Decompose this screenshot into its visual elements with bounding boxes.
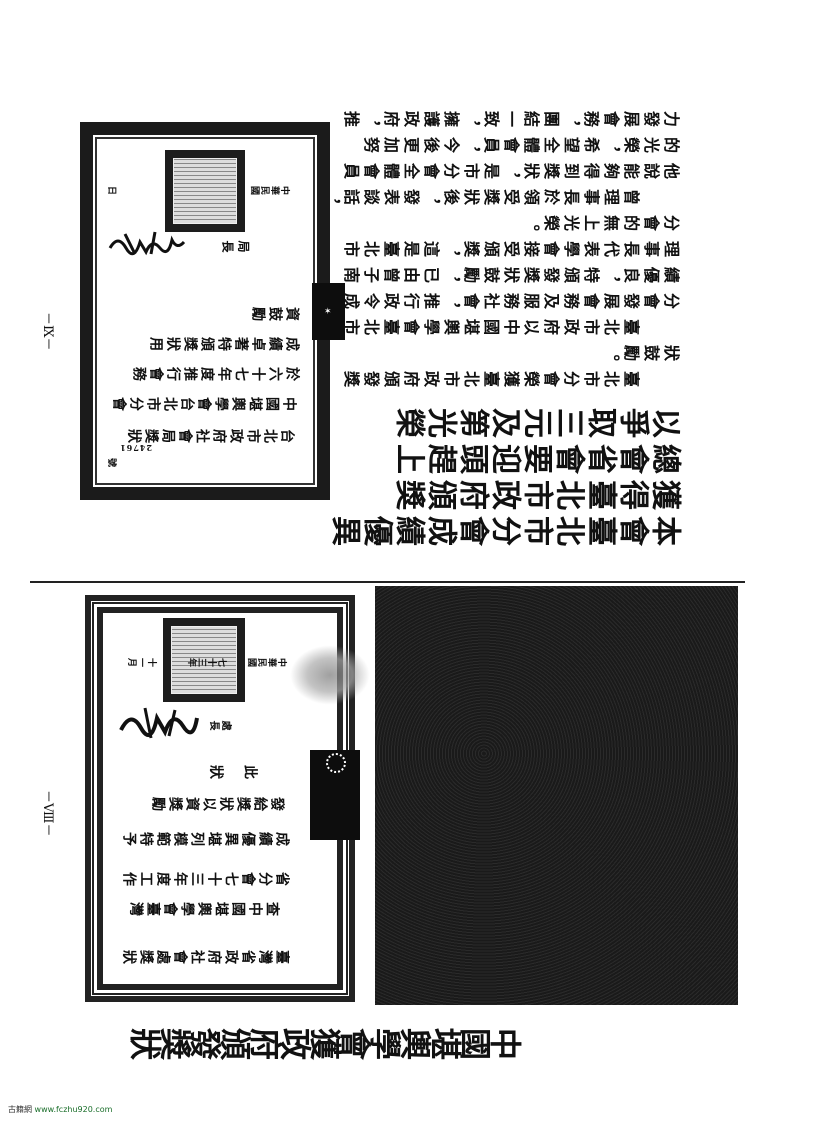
text-line: 曾理事長於領受獎狀後，發表談話，: [320, 186, 640, 205]
paragraph: 臺北市政府以中國堪輿學會臺北市 分會發展會務及服務社會，推行政令成 績優良，特頒…: [330, 208, 680, 338]
paragraph: 曾理事長於領受獎狀後，發表談話， 他說能夠得到獎狀，是市分會全體會員 的光榮，希…: [320, 104, 680, 208]
cert-province-line: 成績優異堪列模範特予: [120, 830, 290, 846]
watermark: 古籍網 www.fczhu920.com: [8, 1104, 112, 1115]
text-line: 狀鼓勵。: [600, 342, 680, 361]
dark-photo-block: [375, 586, 738, 1005]
text-line: 績優良，特頒發獎狀鼓勵，已由曾子南: [340, 264, 680, 283]
cert-province-line: 省分會七十三年度工作: [120, 870, 290, 886]
cert-taipei-serial-suffix: 號: [107, 456, 117, 466]
sun-icon: [326, 753, 346, 773]
text-line: 分會發展會務及服務社會，推行政令成: [340, 290, 680, 309]
cert-taipei-line: 成績卓著特頒獎狀用: [147, 335, 300, 351]
text-line: 的光榮，希望全體會員，今後更加努: [360, 134, 680, 153]
cert-province-date-prefix: 中華民國: [247, 656, 287, 666]
cert-taipei-line: 資鼓勵: [249, 305, 300, 321]
cert-province-line: 查中國堪輿學會臺灣: [127, 900, 280, 916]
cert-province-line: 發給獎狀以資獎勵: [149, 795, 285, 811]
paragraph: 臺北市分會榮獲臺北市政府頒發獎 狀鼓勵。: [330, 338, 680, 390]
page-divider: [30, 581, 745, 583]
text-line: 分會的無上光榮。: [520, 212, 680, 231]
article-body: 臺北市分會榮獲臺北市政府頒發獎 狀鼓勵。 臺北市政府以中國堪輿學會臺北市 分會發…: [320, 104, 680, 390]
official-seal-province: [163, 618, 245, 702]
signature-province: [119, 707, 199, 739]
cert-province-title: 臺灣省政府社會處獎狀: [120, 948, 290, 964]
headline-line: 以爭取三元及第光榮: [394, 402, 682, 437]
watermark-site-name: 古籍網: [8, 1105, 32, 1114]
page-number-viii: －Ⅷ－: [40, 790, 55, 837]
cert-taipei-date-prefix: 中華民國: [250, 184, 290, 194]
scan-smudge: [290, 645, 370, 705]
text-line: 理事長代表學會接受頒獎，這是臺北市: [340, 238, 680, 257]
article-headline: 本會臺北市分會成績優異 獲得臺北市政府頒獎 總會省會要迎頭趕上 以爭取三元及第光…: [330, 401, 682, 545]
cert-taipei-title: 台北市政府社會局獎狀: [125, 427, 295, 443]
text-line: 臺北市分會榮獲臺北市政府頒發獎: [340, 368, 640, 387]
text-line: 力發展會務，團結一致，擁護政府，推: [340, 108, 680, 127]
headline-line: 獲得臺北市政府頒獎: [394, 474, 682, 509]
cert-province-signer-title: 處長: [208, 718, 232, 729]
signature-taipei: [108, 231, 186, 256]
headline-line: 總會省會要迎頭趕上: [394, 438, 682, 473]
cert-taipei-serial: 24761: [119, 443, 152, 453]
cert-taipei-line: 於六十七年度推行會務: [130, 365, 300, 381]
official-seal-taipei: [165, 150, 245, 232]
flag-icon: [310, 750, 360, 840]
cert-province-date-month: 十一月: [127, 656, 157, 666]
text-line: 臺北市政府以中國堪輿學會臺北市: [340, 316, 640, 335]
flag-icon: ✶: [312, 283, 345, 340]
cert-taipei-signer-title: 局長: [218, 239, 250, 253]
page-number-ix: －Ⅸ－: [40, 312, 55, 351]
watermark-url[interactable]: www.fczhu920.com: [34, 1105, 113, 1114]
cert-province-closing: 此狀: [190, 763, 258, 779]
section-title: 中國堪輿學會獲政府頒發獎狀: [132, 1023, 522, 1061]
headline-line: 本會臺北市分會成績優異: [330, 510, 682, 545]
cert-taipei-date-suffix: 日: [107, 184, 117, 194]
cert-taipei-line: 中國堪輿學會台北市分會: [110, 395, 297, 411]
cert-province-date-year: 七十三年: [187, 656, 227, 666]
text-line: 他說能夠得到獎狀，是市分會全體會員: [340, 160, 680, 179]
